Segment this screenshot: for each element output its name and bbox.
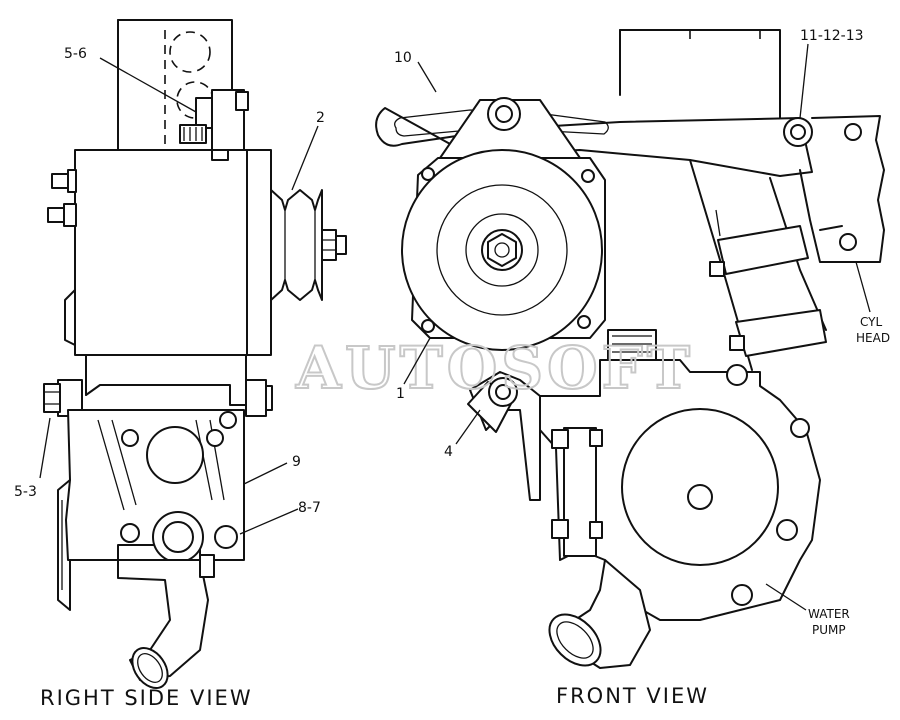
callout-5-6: 5-6 [64, 46, 87, 62]
front-view-drawing [375, 29, 885, 669]
callout-cyl-head-line2: HEAD [856, 331, 890, 345]
callout-11-12-13: 11-12-13 [800, 28, 864, 44]
right-side-view-title: RIGHT SIDE VIEW [40, 686, 253, 710]
front-view-title: FRONT VIEW [556, 684, 709, 708]
callout-water-pump-line1: WATER [808, 607, 850, 621]
callout-4: 4 [444, 444, 453, 460]
callout-9: 9 [292, 454, 301, 470]
watermark: AUTOSOFT [295, 334, 694, 402]
callout-10: 10 [394, 50, 412, 66]
callout-1: 1 [396, 386, 405, 402]
callout-8-7: 8-7 [298, 500, 321, 516]
leader-lines [39, 43, 871, 611]
callout-5-3: 5-3 [14, 484, 37, 500]
callout-water-pump-line2: PUMP [812, 623, 846, 637]
callout-2: 2 [316, 110, 325, 126]
right-side-view-drawing [43, 19, 347, 689]
callout-cyl-head-line1: CYL [860, 315, 882, 329]
